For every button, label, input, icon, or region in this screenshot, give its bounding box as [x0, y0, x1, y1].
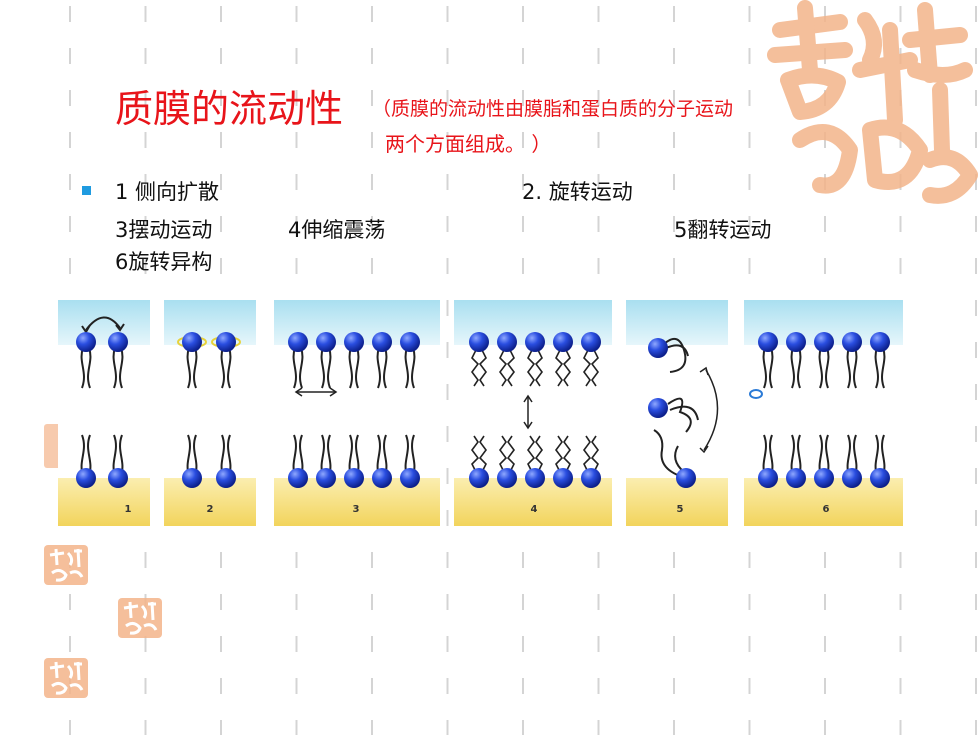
panel-2	[164, 300, 256, 526]
item-rotation: 2. 旋转运动	[522, 180, 633, 204]
item-isomerization: 6旋转异构	[115, 250, 213, 274]
decorative-seal-large	[767, 0, 978, 204]
decorative-seal-small	[118, 598, 162, 638]
panel-label-1: 1	[125, 504, 132, 515]
title-subtitle-line2: 两个方面组成。 ）	[385, 132, 552, 156]
item-flip-flop: 5翻转运动	[674, 218, 772, 242]
item-stretch-vibration: 4伸缩震荡	[288, 218, 386, 242]
decorative-seal-small	[44, 545, 88, 585]
panel-label-5: 5	[677, 504, 684, 515]
panel-label-2: 2	[207, 504, 214, 515]
panel-label-6: 6	[823, 504, 830, 515]
title-main: 质膜的流动性	[115, 87, 344, 131]
lipid-motion-figure: 1 2 3 4 5 6	[58, 300, 903, 526]
panel-3	[274, 300, 440, 526]
panel-5	[626, 300, 728, 526]
title-subtitle-line1: （质膜的流动性由膜脂和蛋白质的分子运动	[372, 98, 734, 120]
panel-4	[454, 300, 612, 526]
item-lateral-diffusion: 1 侧向扩散	[115, 180, 220, 204]
bullet-square-icon	[82, 186, 91, 195]
panel-6	[744, 300, 903, 526]
decorative-seal-small	[44, 658, 88, 698]
panel-label-3: 3	[353, 504, 360, 515]
item-flexion: 3摆动运动	[115, 218, 213, 242]
panel-label-4: 4	[531, 504, 538, 515]
panel-1	[58, 300, 150, 526]
